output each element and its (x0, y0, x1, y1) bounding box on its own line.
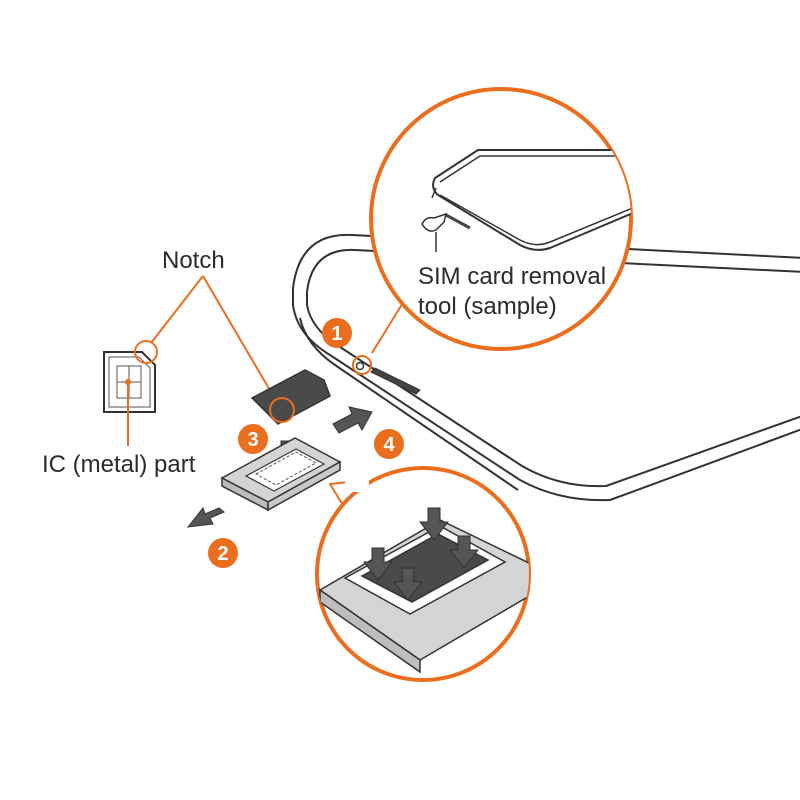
sim-card-tilted (250, 369, 331, 425)
sim-tray[interactable] (220, 437, 342, 512)
removal-tool-label-line1: SIM card removal (418, 263, 606, 290)
svg-text:1: 1 (331, 323, 342, 345)
step-4-push-arrow (332, 406, 373, 434)
tray-zoom-callout (315, 466, 531, 682)
phone-body (292, 233, 800, 502)
ic-part-label: IC (metal) part (42, 451, 196, 478)
notch-label: Notch (162, 247, 225, 274)
svg-text:4: 4 (383, 434, 395, 456)
step-4-badge: 4 (374, 429, 404, 459)
press-arrows (362, 507, 480, 601)
removal-tool-zoom-callout: SIM card removal tool (sample) (369, 87, 633, 354)
step-3-badge: 3 (238, 424, 268, 454)
svg-text:3: 3 (247, 429, 258, 451)
svg-text:2: 2 (217, 543, 228, 565)
sim-card-flat (103, 340, 158, 446)
pinhole-highlight-circle (352, 355, 372, 375)
step-2-pull-arrow (186, 506, 225, 528)
sim-notch-highlight-circle (269, 397, 295, 423)
notch-highlight-circle (134, 340, 158, 364)
step-2-badge: 2 (208, 538, 238, 568)
removal-tool-icon (421, 212, 448, 232)
notch-leader-lines (150, 275, 279, 405)
removal-tool-label-line2: tool (sample) (418, 293, 557, 320)
step-1-badge: 1 (322, 318, 352, 348)
phone-sim-slot (352, 355, 421, 395)
eject-pinhole[interactable] (355, 361, 365, 371)
